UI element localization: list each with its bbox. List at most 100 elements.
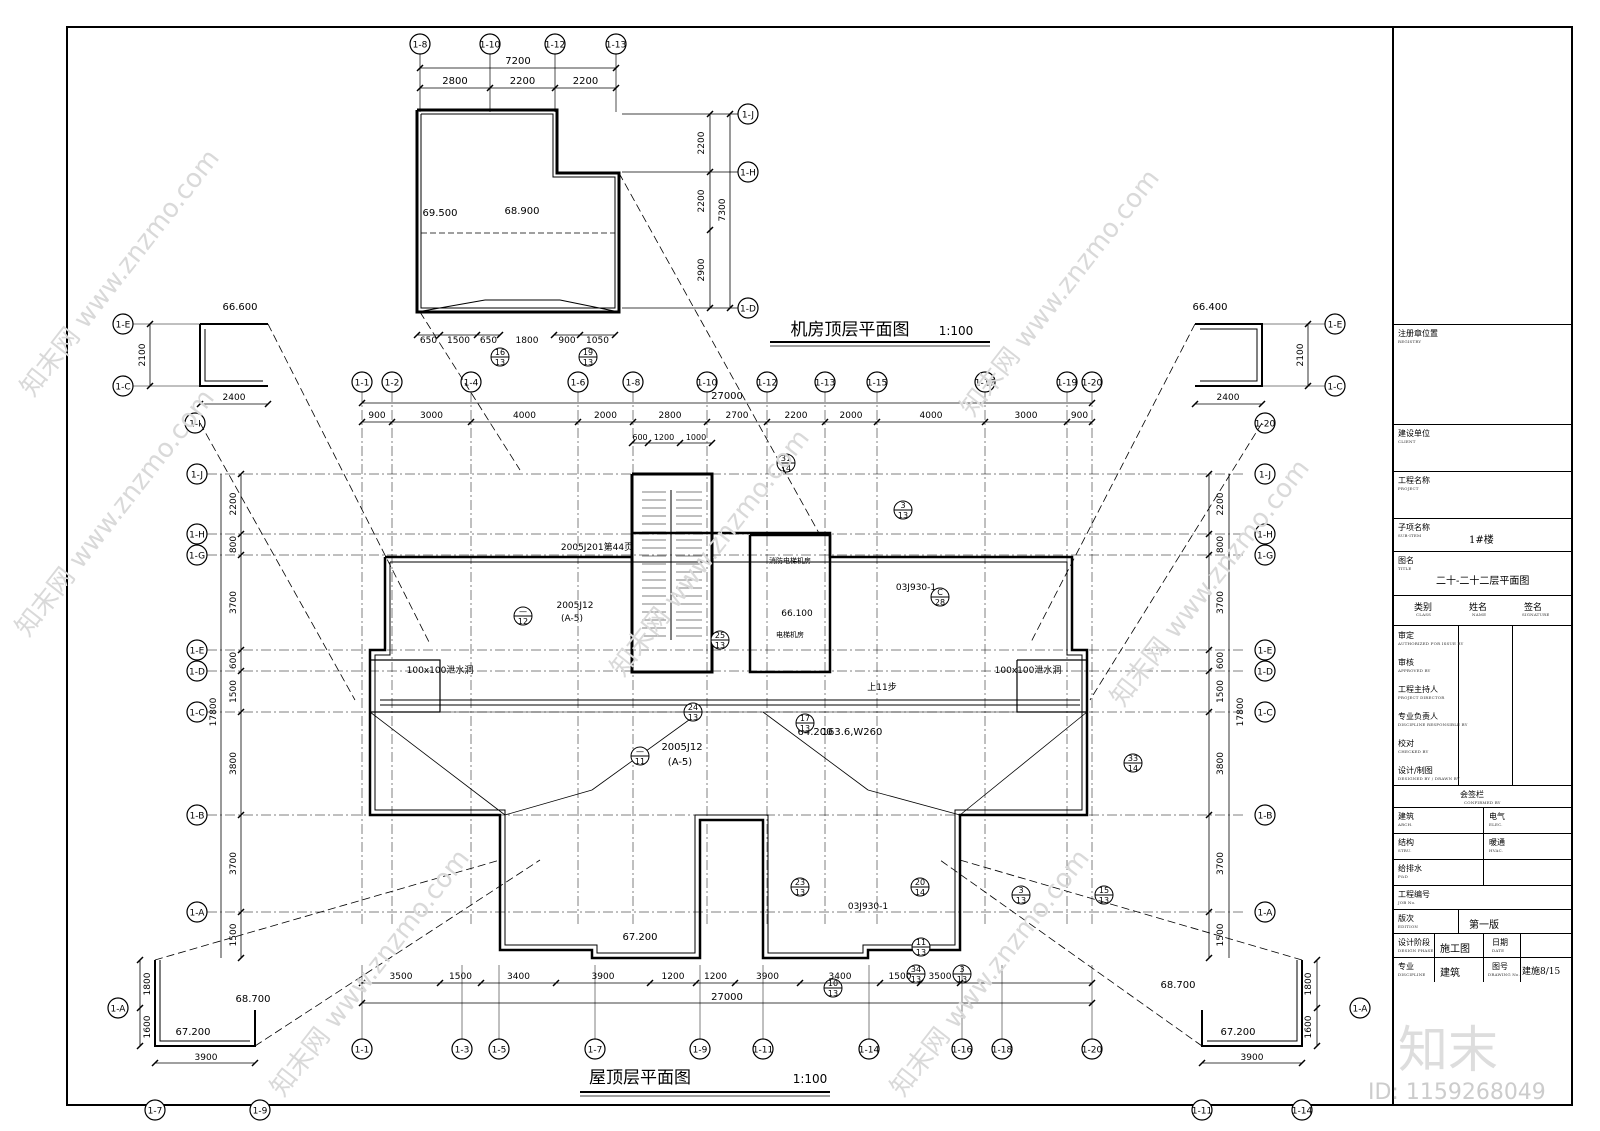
axis-label: 1-3 [455, 1046, 470, 1056]
slope-line [959, 711, 1088, 816]
callout-number: 15 [1099, 886, 1109, 895]
callout-number: 20 [915, 878, 925, 887]
project-label-en: PROJECT [1398, 486, 1419, 491]
callout-sheet: 13 [800, 724, 810, 733]
axis-label: 1-E [116, 321, 131, 331]
dim-tick [146, 320, 154, 328]
axis-label: 1-A [1353, 1005, 1369, 1015]
dim-tick [1191, 400, 1199, 408]
dim-tick [1205, 551, 1213, 559]
callout-sheet: 13 [916, 948, 926, 957]
dim-text: 3500 [390, 972, 413, 982]
dim-tick [550, 331, 558, 339]
callout-sheet: 14 [915, 888, 925, 897]
callout-sheet: 28 [935, 598, 945, 607]
role-label: 校对 [1398, 739, 1414, 748]
small-roof-br [1207, 960, 1298, 1042]
dim-text: 2200 [229, 492, 239, 515]
header-row: 类别 CLASS 姓名 NAME 签名 SIGNATURE [1394, 595, 1572, 625]
dim-text: 4000 [513, 411, 536, 421]
projection-line [254, 859, 541, 1047]
watermark-id: ID: 1159268049 [1368, 1080, 1546, 1105]
axis-label: 1-16 [952, 1046, 973, 1056]
callout-number: 25 [715, 631, 725, 640]
dim-tick [388, 418, 396, 426]
role-label-en: AUTHORIZED FOR ISSUE BY [1398, 641, 1464, 646]
elevation: 69.500 [423, 208, 458, 219]
elevation: 68.900 [505, 206, 540, 217]
callout-sheet: 13 [898, 511, 908, 520]
axis-label: 1-8 [413, 41, 428, 51]
dim-text: 7300 [718, 198, 728, 221]
callout-number: 24 [688, 703, 698, 712]
hvac-label-en: HVAC. [1489, 848, 1504, 853]
dim-tick [136, 956, 144, 964]
axis-bubble-small [1191, 1099, 1213, 1121]
drawing-title-cell: 图名 TITLE 二十-二十二层平面图 [1394, 551, 1572, 595]
callout-number: — [636, 747, 644, 756]
sub-item-label: 子项名称 [1398, 523, 1430, 532]
axis-label: 1-6 [571, 379, 586, 389]
edition-label-en: EDITION [1398, 924, 1419, 929]
dim-text: 4000 [920, 411, 943, 421]
callout-number: 16 [495, 348, 505, 357]
dim-total: 17800 [209, 697, 219, 726]
edition-row: 版次 EDITION 第一版 [1394, 909, 1572, 934]
axis-label: 1-5 [492, 1046, 507, 1056]
callout-number: — [519, 607, 527, 616]
axis-label: 1-18 [992, 1046, 1013, 1056]
dim-tick [416, 64, 424, 72]
project-cell: 工程名称 PROJECT [1394, 471, 1572, 518]
role-label: 设计/制图 [1398, 766, 1433, 775]
axis-label: 1-9 [693, 1046, 708, 1056]
dim-text: 1500 [449, 972, 472, 982]
dim-text: 3700 [229, 591, 239, 614]
axis-bubble-main-right [1254, 639, 1276, 661]
dim-tick [1088, 979, 1096, 987]
dim-tick [551, 84, 559, 92]
dim-tick [251, 1059, 259, 1067]
small-roof [199, 324, 268, 387]
phase-label: 设计阶段 [1398, 938, 1430, 947]
axis-label: 1-7 [588, 1046, 603, 1056]
axis-label: 1-E [1328, 321, 1343, 331]
axis-label: 1-J [1259, 471, 1271, 481]
callout-number: 17 [800, 714, 810, 723]
dim-text: 3400 [507, 972, 530, 982]
dim-tick [237, 551, 245, 559]
dim-text: 2900 [697, 258, 707, 281]
client-label-en: CLIENT [1398, 439, 1416, 444]
dim-text: 2200 [697, 189, 707, 212]
callout-sheet: 13 [495, 358, 505, 367]
drawing-no-value: 建施8/15 [1522, 967, 1561, 977]
axis-label: 1-17 [975, 379, 995, 389]
dim-tick [956, 979, 964, 987]
dim-tick [237, 667, 245, 675]
axis-bubble-small [1291, 1099, 1313, 1121]
dim-tick [574, 418, 582, 426]
dim-text: 3900 [592, 972, 615, 982]
title-block: 注册章位置 REGISTRY 建设单位 CLIENT 工程名称 PROJECT … [1392, 28, 1572, 1105]
dim-total: 27000 [711, 391, 743, 402]
dim-text: 2100 [138, 343, 148, 366]
axis-label: 1-H [740, 169, 756, 179]
dim-tick [646, 979, 654, 987]
axis-label: 1-G [189, 552, 205, 562]
axis-label: 1-20 [1082, 1046, 1103, 1056]
dim-tick [1313, 1004, 1321, 1012]
dim-tick [726, 304, 734, 312]
dim-text: 1500 [447, 336, 470, 346]
dim-tick [1205, 530, 1213, 538]
dim-tick [151, 1059, 159, 1067]
dim-tick [763, 418, 771, 426]
dim-text: 900 [558, 336, 575, 346]
arch-row: 建筑 ARCH. 电气 ELEC. [1394, 807, 1572, 886]
projection-line [199, 422, 356, 701]
axis-label: 1-H [189, 531, 205, 541]
dim-text: 2000 [594, 411, 617, 421]
dim-tick [416, 84, 424, 92]
phase-row: 设计阶段 DESIGN PHASE 施工图 日期 DATE [1394, 933, 1572, 982]
drawing-title-label-en: TITLE [1398, 566, 1412, 571]
elevation: 66.100 [781, 609, 813, 619]
dim-text: 1800 [516, 336, 539, 346]
